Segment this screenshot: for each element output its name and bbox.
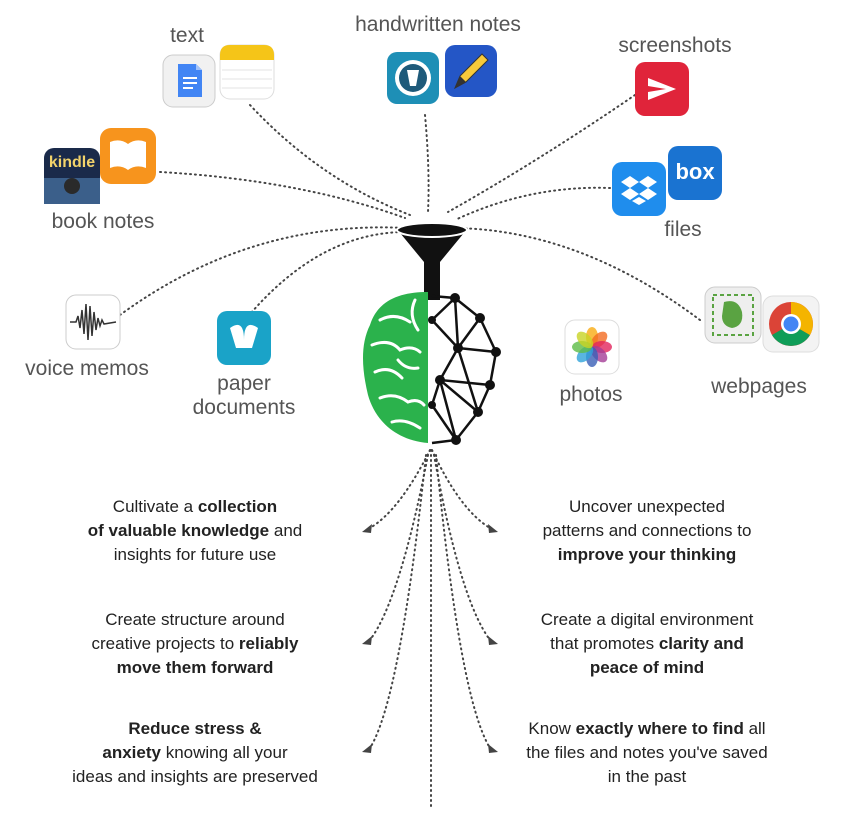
funnel-icon [396,222,468,300]
connector-out-2 [431,449,491,529]
photos-icon [564,319,620,375]
label-paper-line1: paper [217,372,271,395]
benefit-5-text-2: ideas and insights are preserved [72,767,318,786]
arrowheads [362,524,498,753]
benefit-4-bold-2: peace of mind [589,658,705,677]
benefit-6-text-4: in the past [607,767,687,786]
benefit-6-text-3: the files and notes you've saved [526,743,768,762]
label-handwritten-notes: handwritten notes [355,13,521,36]
arrow-out-5 [362,744,372,753]
connector-book-notes [159,171,406,219]
label-paper-documents: paper documents [174,372,314,420]
label-files: files [664,218,702,241]
benefit-find-files: Know exactly where to find all the files… [497,717,797,789]
benefit-digital-environment: Create a digital environment that promot… [497,608,797,680]
benefit-1-text: Cultivate a [112,497,198,516]
connector-out-4 [433,454,491,641]
benefit-5-text: knowing all your [160,743,288,762]
ibooks-icon [100,128,156,184]
benefit-1-text-3: insights for future use [113,545,277,564]
benefit-3-text-2: creative projects to [91,634,239,653]
benefit-3-text: Create structure around [105,610,285,629]
benefit-improve-thinking: Uncover unexpected patterns and connecti… [497,495,797,567]
arrow-out-3 [362,636,372,645]
dropbox-icon [612,162,666,216]
arrow-out-2 [488,524,498,533]
box-icon [668,146,722,200]
benefit-5-bold-2: anxiety [102,743,161,762]
benefit-1-bold: collection [197,497,278,516]
label-voice-memos: voice memos [25,357,149,380]
benefit-3-bold: reliably [238,634,299,653]
penultimate-icon [387,52,439,104]
benefit-reduce-stress: Reduce stress & anxiety knowing all your… [45,717,345,789]
kindle-icon [44,148,100,204]
voice-memos-icon [65,294,121,350]
google-docs-icon [162,54,216,108]
label-text: text [170,24,204,47]
benefit-6-text-2: all [743,719,766,738]
connector-files [454,186,611,221]
benefit-6-text: Know [528,719,576,738]
arrow-out-1 [362,524,372,533]
benefit-5-bold: Reduce stress & [128,719,262,738]
connector-paper [244,230,411,321]
benefit-knowledge-collection: Cultivate a collection of valuable knowl… [45,495,345,567]
arrow-out-6 [488,744,498,753]
label-book-notes: book notes [51,210,155,233]
arrow-out-4 [488,636,498,645]
skitch-icon [635,62,689,116]
label-paper-line2: documents [192,396,296,419]
connector-handwritten [424,114,430,213]
connector-out-1 [369,449,431,529]
brain-right-network-icon [428,293,501,445]
chrome-icon [762,295,820,353]
connector-out-5 [369,454,427,749]
notability-icon [445,45,497,97]
benefit-2-text-2: patterns and connections to [542,521,752,540]
benefit-1-text-2: and [269,521,303,540]
connector-voice-memos [119,226,406,316]
scanner-app-icon [217,311,271,365]
benefit-2-text: Uncover unexpected [569,497,725,516]
benefit-1-bold-2: of valuable knowledge [87,521,270,540]
connector-out-3 [369,454,429,641]
connector-text [249,104,411,216]
benefit-4-bold: clarity and [658,634,744,653]
benefit-4-text-2: that promotes [550,634,659,653]
label-screenshots: screenshots [618,34,732,57]
label-webpages: webpages [711,375,807,398]
benefit-2-bold: improve your thinking [557,545,737,564]
benefit-4-text: Create a digital environment [540,610,754,629]
box-icon-text: box [675,159,715,184]
kindle-icon-text: kindle [48,154,96,171]
connector-out-6 [435,454,491,749]
evernote-clipper-icon [704,286,762,344]
notes-app-icon [219,44,275,100]
benefit-6-bold: exactly where to find [575,719,744,738]
benefit-3-bold-2: move them forward [116,658,274,677]
connector-screenshots [447,94,636,213]
connector-webpages [454,227,701,321]
label-photos: photos [559,383,623,406]
dotted-connectors [119,94,701,809]
benefit-creative-projects: Create structure around creative project… [45,608,345,680]
brain-left-icon [363,292,428,443]
